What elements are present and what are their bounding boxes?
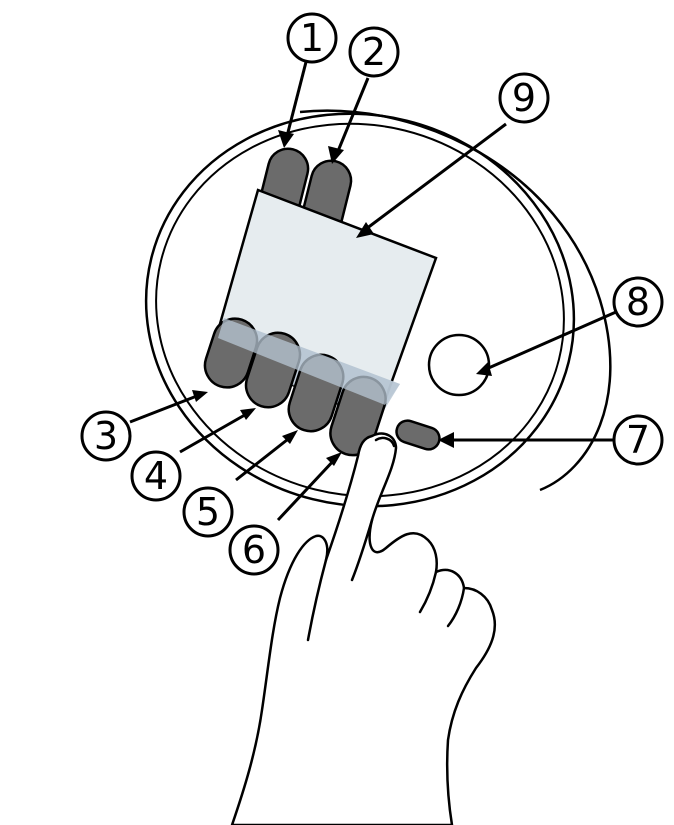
callout-label-7: 7 (626, 418, 650, 462)
arrowhead-6 (326, 452, 342, 466)
arrowhead-7 (438, 432, 454, 448)
callout-label-4: 4 (144, 454, 168, 498)
callout-4: 4 (132, 452, 180, 500)
callout-9: 9 (500, 74, 548, 122)
leader-line-8 (484, 312, 616, 370)
callout-5: 5 (184, 488, 232, 536)
hand-outline (232, 434, 495, 825)
hand-illustration (232, 434, 495, 825)
arrowhead-3 (192, 390, 208, 402)
round-sensor (429, 335, 489, 395)
callout-label-2: 2 (362, 30, 386, 74)
callout-label-8: 8 (626, 280, 650, 324)
callout-label-9: 9 (512, 76, 536, 120)
callout-1: 1 (288, 14, 336, 62)
leader-line-2 (336, 78, 368, 156)
callout-label-3: 3 (94, 414, 118, 458)
arrowhead-4 (240, 408, 256, 420)
leader-line-6 (278, 458, 336, 520)
callout-3: 3 (82, 412, 130, 460)
callout-7: 7 (614, 416, 662, 464)
leader-line-4 (180, 412, 250, 452)
callout-label-1: 1 (300, 16, 324, 60)
callout-2: 2 (350, 28, 398, 76)
callout-label-6: 6 (242, 528, 266, 572)
callout-label-5: 5 (196, 490, 220, 534)
small-oval-button[interactable] (394, 418, 443, 453)
callout-8: 8 (614, 278, 662, 326)
callout-6: 6 (230, 526, 278, 574)
